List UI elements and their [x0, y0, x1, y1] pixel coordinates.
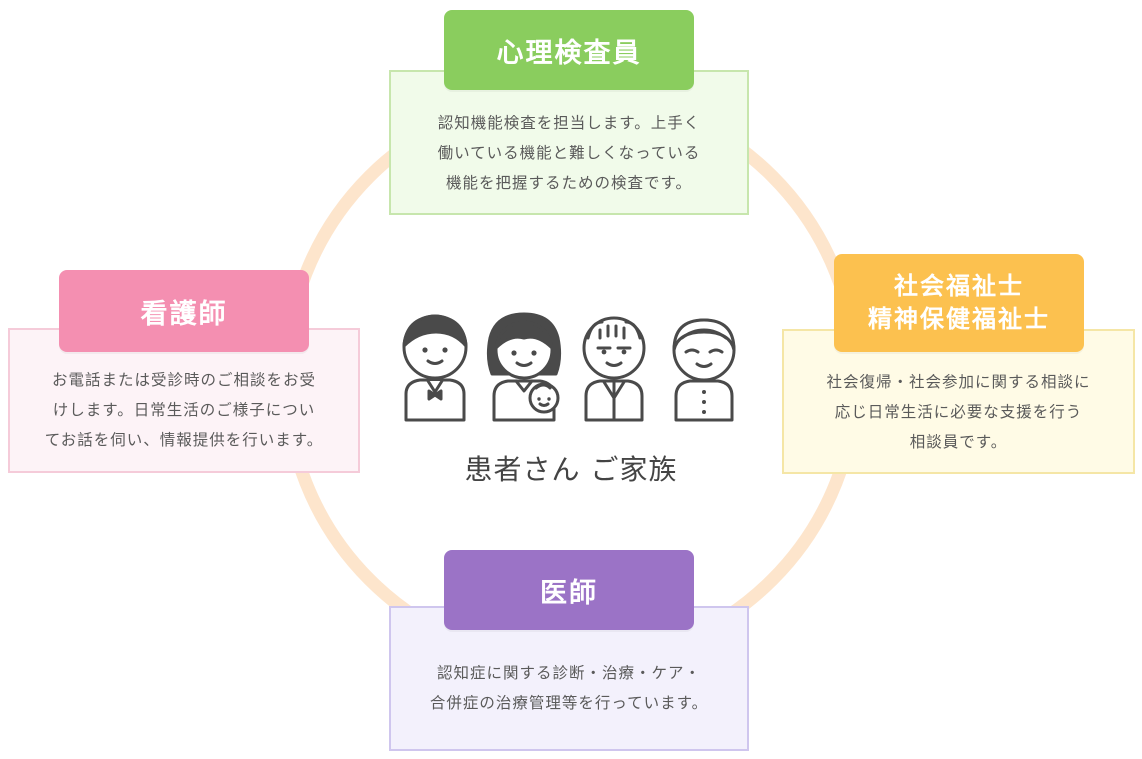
patient-family-label: 患者さん ご家族	[464, 453, 678, 486]
nurse-panel: お電話または受診時のご相談をお受 けします。日常生活のご様子につい てお話を伺い…	[8, 328, 360, 473]
social-worker-description: 社会復帰・社会参加に関する相談に 応じ日常生活に必要な支援を行う 相談員です。	[826, 372, 1091, 451]
woman-with-baby-icon	[486, 312, 562, 422]
social-worker-label: 社会福祉士 精神保健福祉士	[834, 254, 1084, 352]
psychologist-label: 心理検査員	[444, 10, 694, 90]
doctor-panel: 認知症に関する診断・治療・ケア・ 合併症の治療管理等を行っています。	[389, 606, 749, 751]
grandfather-icon	[582, 316, 646, 422]
man-icon	[402, 314, 468, 422]
nurse-label: 看護師	[59, 270, 309, 352]
family-illustration	[402, 312, 736, 422]
doctor-description: 認知症に関する診断・治療・ケア・ 合併症の治療管理等を行っています。	[429, 663, 709, 712]
psychologist-description: 認知機能検査を担当します。上手く 働いている機能と難しくなっている 機能を把握す…	[437, 113, 701, 192]
psychologist-panel: 認知機能検査を担当します。上手く 働いている機能と難しくなっている 機能を把握す…	[389, 70, 749, 215]
grandmother-icon	[672, 318, 736, 422]
doctor-label: 医師	[444, 550, 694, 630]
nurse-description: お電話または受診時のご相談をお受 けします。日常生活のご様子につい てお話を伺い…	[44, 370, 324, 449]
